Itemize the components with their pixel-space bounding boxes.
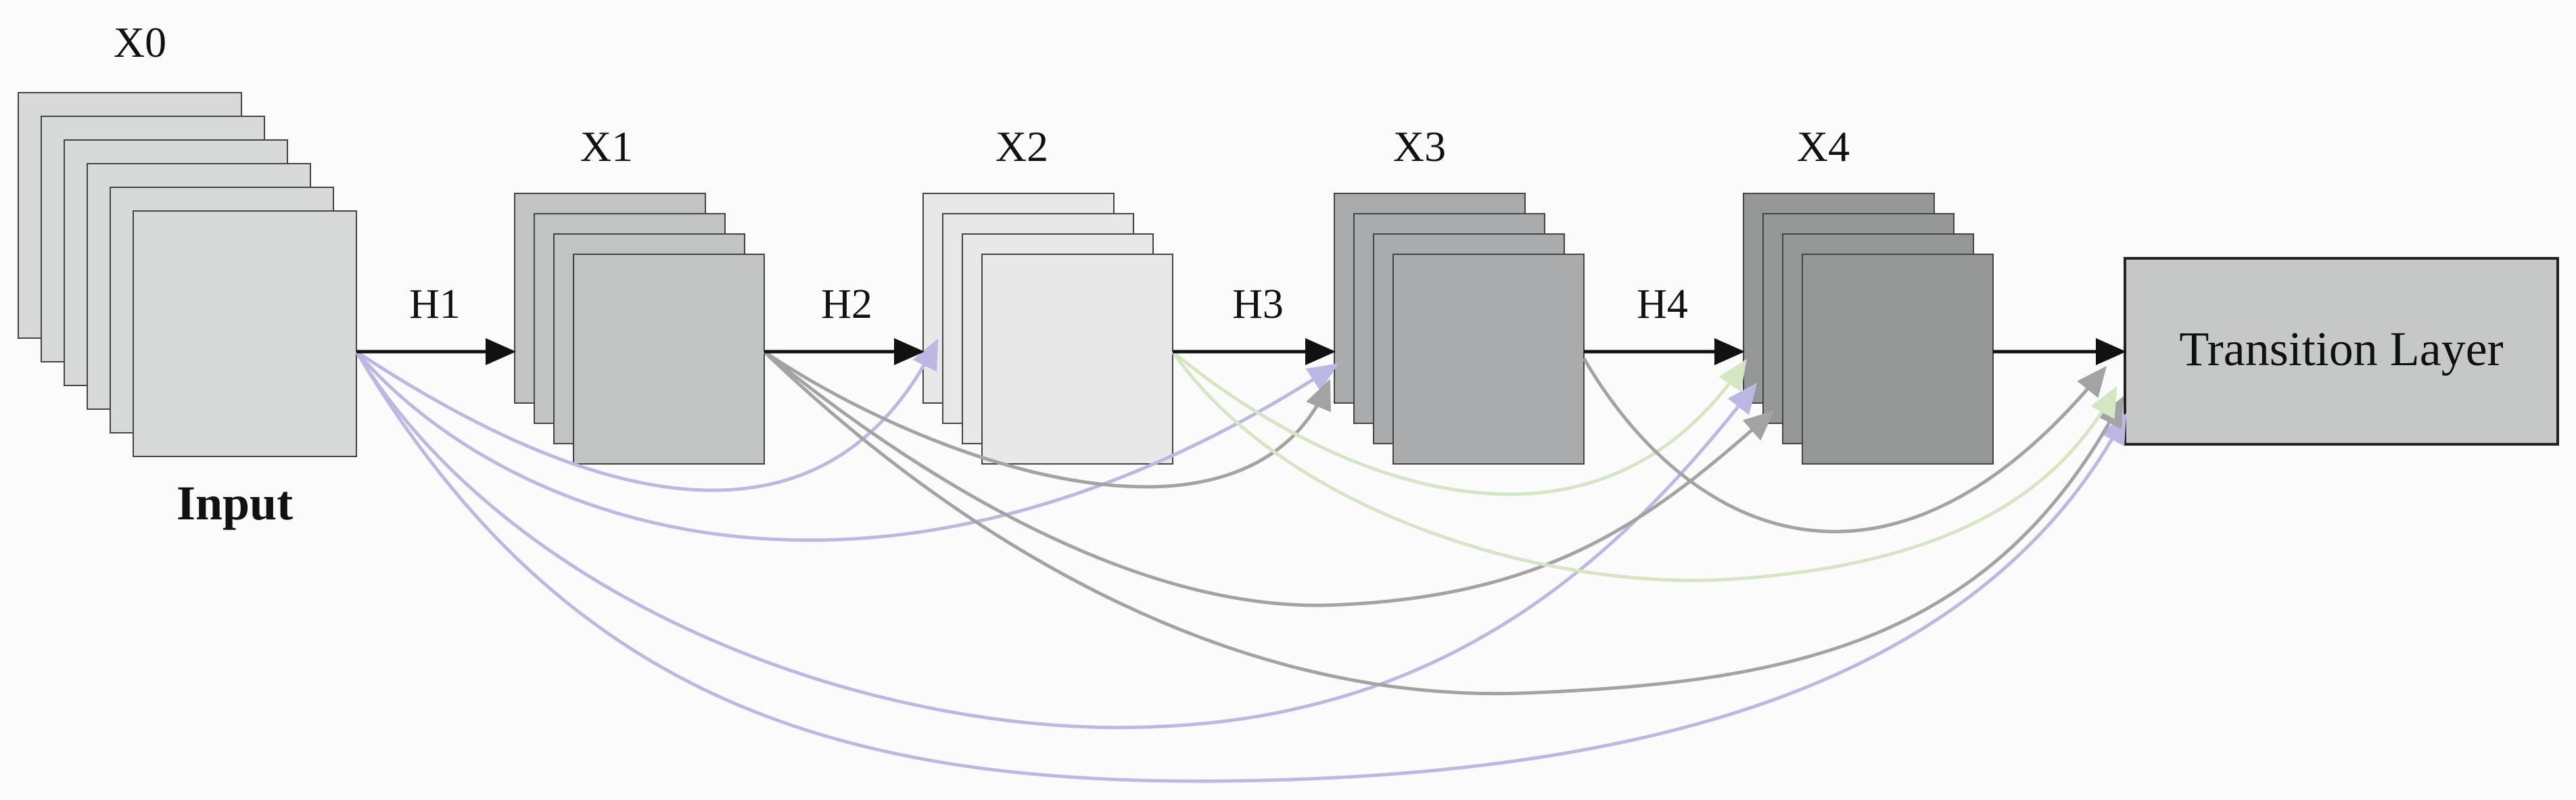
layer-label-h1: H1 bbox=[409, 281, 461, 327]
skip-connections-from-x3 bbox=[1582, 357, 2107, 534]
transition-layer-label: Transition Layer bbox=[2179, 322, 2503, 376]
feature-stack-x0 bbox=[18, 92, 357, 457]
layer-label-h3: H3 bbox=[1232, 281, 1284, 327]
feature-stack-x3 bbox=[1334, 193, 1585, 465]
stack-label-x3: X3 bbox=[1393, 122, 1446, 170]
stack-label-x2: X2 bbox=[996, 122, 1048, 170]
layer-label-h4: H4 bbox=[1637, 281, 1688, 327]
layer-label-h2: H2 bbox=[821, 281, 872, 327]
feature-stack-x1 bbox=[514, 193, 765, 465]
input-label: Input bbox=[177, 476, 293, 530]
skip-connections-from-x0 bbox=[354, 338, 2127, 783]
skip-connections-from-x1 bbox=[763, 350, 2124, 696]
feature-stack-x2 bbox=[922, 193, 1173, 465]
stack-label-x0: X0 bbox=[114, 18, 166, 66]
feature-stack-x4 bbox=[1743, 193, 1994, 465]
stack-label-x1: X1 bbox=[580, 122, 633, 170]
skip-connections-from-x2 bbox=[1171, 350, 2117, 582]
stack-label-x4: X4 bbox=[1797, 122, 1850, 170]
